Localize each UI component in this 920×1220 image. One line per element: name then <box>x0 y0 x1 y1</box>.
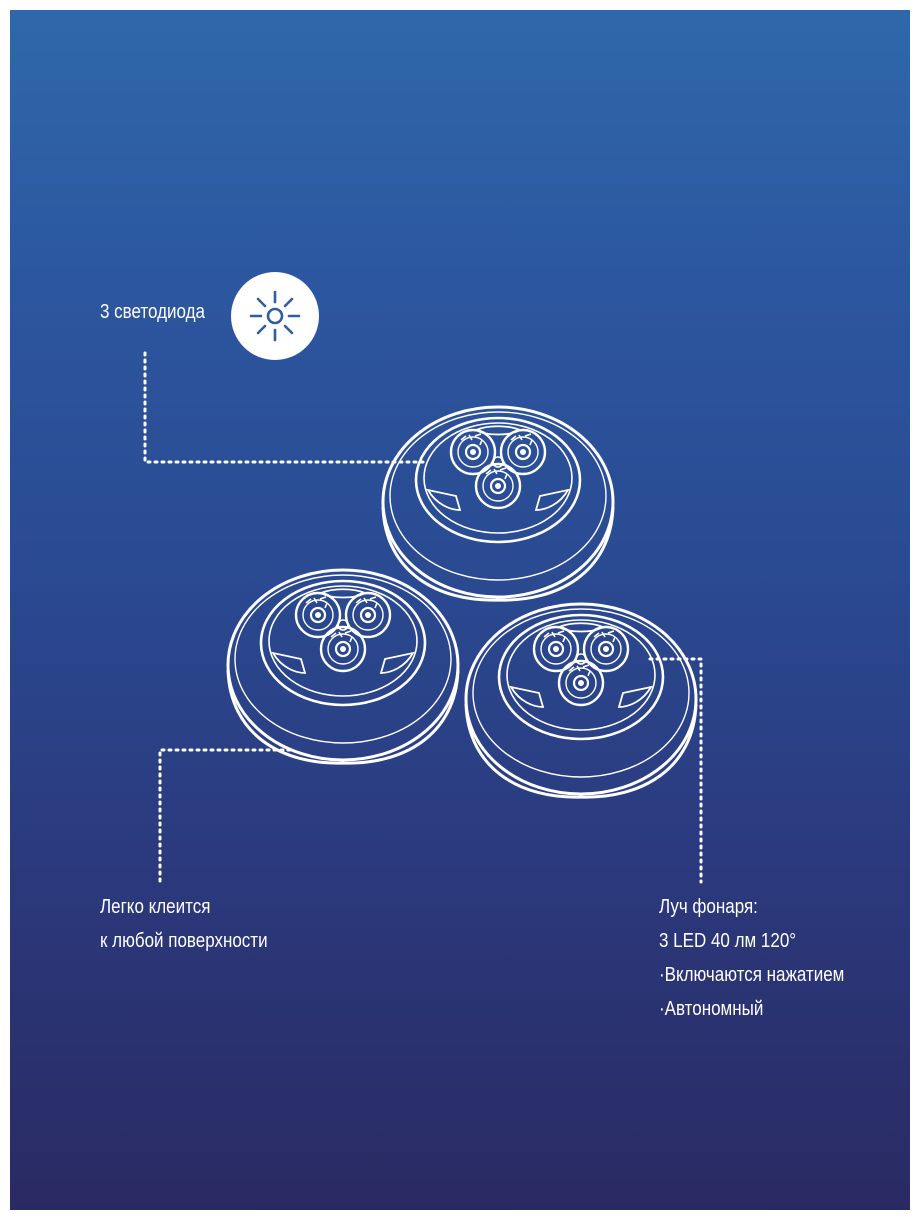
specs-line-2: 3 LED 40 лм 120° <box>659 930 797 952</box>
push-lights-illustration <box>143 351 703 884</box>
feature-autonomous: ·Автономный <box>659 998 764 1020</box>
adhesive-line-1: Легко клеится <box>100 896 211 918</box>
adhesive-line-2: к любой поверхности <box>100 930 268 952</box>
callout-line-leds <box>143 351 430 464</box>
adhesive-caption: Легко клеится к любой поверхности <box>100 890 268 958</box>
push-light-left <box>228 570 458 763</box>
callout-line-adhesive <box>158 748 292 884</box>
specs-caption: Луч фонаря: 3 LED 40 лм 120° ·Включаются… <box>659 890 844 1026</box>
feature-press-on: ·Включаются нажатием <box>659 964 845 986</box>
sun-badge <box>231 272 319 360</box>
infographic-panel: 3 светодиода Легко клеится к любой повер… <box>10 10 910 1210</box>
specs-line-1: Луч фонаря: <box>659 896 758 918</box>
push-light-top <box>383 407 613 600</box>
sun-icon <box>249 290 301 342</box>
push-light-right <box>466 604 696 797</box>
callout-line-specs <box>648 657 703 884</box>
leds-count-label: 3 светодиода <box>100 301 205 323</box>
